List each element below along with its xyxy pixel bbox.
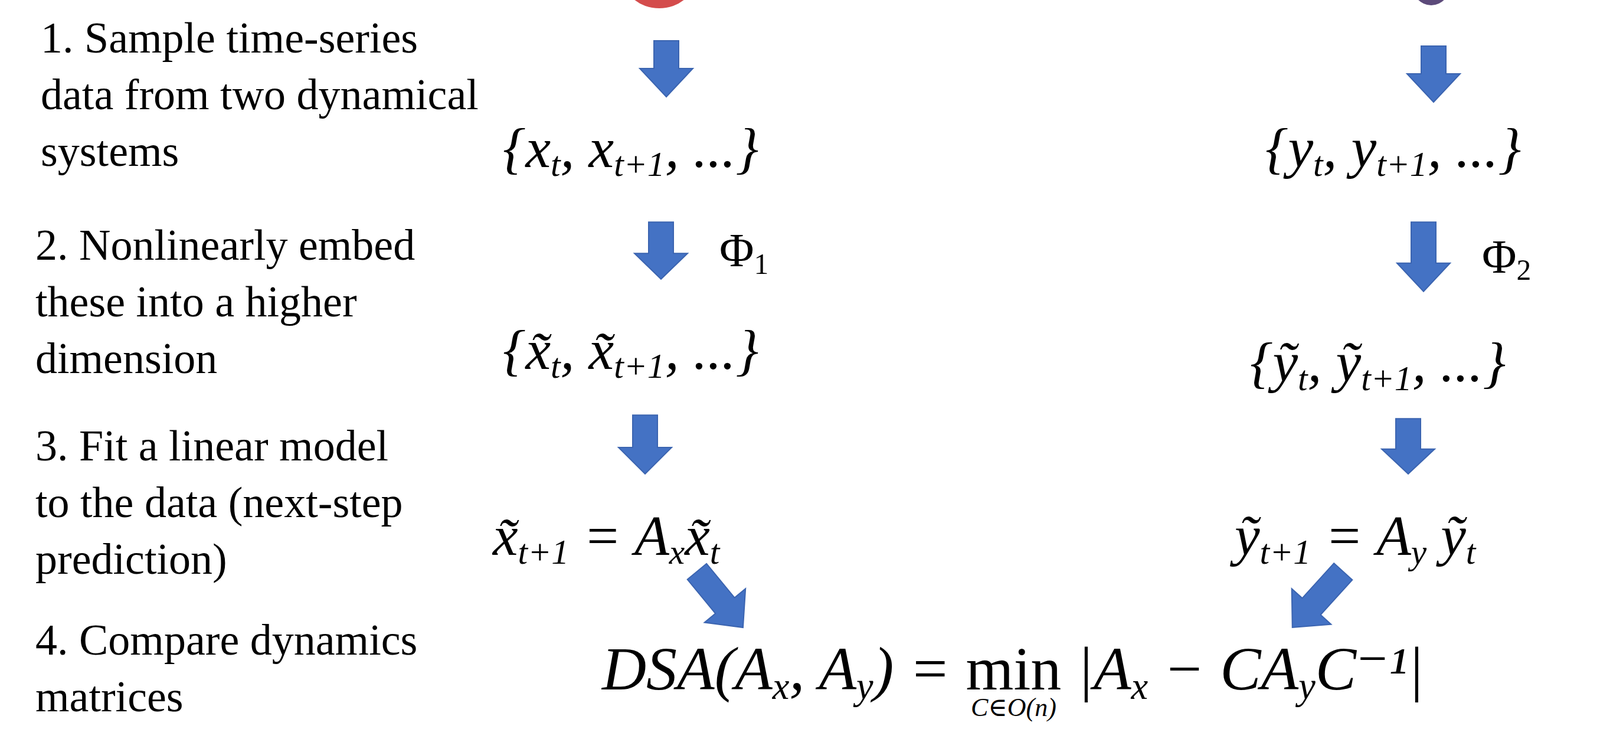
text-group: ỹt+1 = Ay ỹt [1234,503,1476,569]
block-arrow [1407,46,1461,103]
math-text: ỹt+1 = Ay ỹt [1234,503,1476,569]
text-run: Φ [1481,230,1517,283]
subscript: t+1 [1260,532,1311,572]
text-run: C∈O(n) [970,692,1057,722]
block-arrow [1396,221,1451,292]
series-set: {yt, yt+1, ...} [1265,103,1521,222]
text-group: x̃t+1 = Axx̃t [492,503,720,569]
math-text: C∈O(n) [970,694,1057,721]
subscript: t+1 [613,144,665,184]
edge-label: Φ2 [1481,230,1531,283]
block-arrow [634,221,688,280]
math-text: x̃t+1 = Axx̃t [492,503,720,569]
text-run: = A [568,504,670,568]
text-run: C⁻¹| [1315,634,1425,703]
text-run: x̃ [684,504,710,568]
system-blob [622,0,696,9]
subscript: y [856,665,874,708]
series-set: {x̃t, x̃t+1, ...} [502,279,759,415]
math-text: {ỹt, ỹt+1, ...} [1250,329,1506,395]
text-run: , x̃ [560,318,615,382]
subscript: x [1130,665,1148,708]
linear-model: x̃t+1 = Axx̃t [492,473,720,572]
dsa-formula: DSA(Ax, Ay) =minC∈O(n)|Ax − CAyC⁻¹| [601,627,1425,721]
text-run: |A [1076,634,1131,703]
subscript: 2 [1516,253,1531,287]
subscript: t [1297,358,1308,398]
text-run: , x [560,116,615,180]
step-label: 3. Fit a linear model to the data (next-… [35,417,420,588]
subscript: t+1 [1360,358,1412,398]
text-run: , ...} [1412,330,1506,394]
block-arrow [1381,418,1435,474]
block-arrow [639,40,693,97]
text-run: ỹ [1426,504,1467,568]
text-run: , ỹ [1307,330,1362,394]
text-group: minC∈O(n) [966,633,1062,721]
math-text: DSA(Ax, Ay) = [601,633,951,705]
subscript: t+1 [518,532,569,572]
text-group: |Ax − CAyC⁻¹| [1076,633,1424,705]
text-run: Φ [719,224,754,277]
subscript: y [1298,665,1316,708]
step-label: 2. Nonlinearly embed these into a higher… [35,216,484,387]
subscript: y [1411,532,1427,572]
text-run: {y [1265,116,1314,180]
text-group: {ỹt, ỹt+1, ...} [1250,329,1506,395]
subscript: x [669,532,685,572]
subscript: t+1 [1376,144,1428,184]
edge-label: Φ1 [719,224,769,277]
text-group: DSA(Ax, Ay) = [601,633,951,705]
text-group: {x̃t, x̃t+1, ...} [502,317,759,383]
linear-model: ỹt+1 = Ay ỹt [1234,473,1476,572]
math-text: {xt, xt+1, ...} [502,115,759,181]
subscript: t [709,532,721,572]
subscript: t+1 [613,346,665,386]
text-run: , ...} [1427,116,1521,180]
text-run: − CA [1147,634,1299,703]
text-group: {xt, xt+1, ...} [502,115,759,181]
text-run: ỹ [1234,504,1261,568]
text-run: {x [502,116,551,180]
text-run: , ...} [665,318,759,382]
subscript: t [550,346,561,386]
text-run: , A [789,634,857,703]
math-text: {x̃t, x̃t+1, ...} [502,317,759,383]
text-run: min [966,634,1062,703]
text-run: ) = [873,634,951,703]
text-run: {ỹ [1250,330,1298,394]
block-arrow [687,563,746,628]
subscript: t [1313,144,1324,184]
text-run: , ...} [665,116,759,180]
math-text: {yt, yt+1, ...} [1265,115,1521,181]
block-arrow [618,414,672,474]
subscript: 1 [753,247,769,281]
block-arrow [1291,563,1353,628]
text-run: DSA(A [601,634,773,703]
subscript: x [772,665,790,708]
text-run: = A [1310,504,1412,568]
text-run: , y [1323,116,1377,180]
text-run: {x̃ [502,318,551,382]
subscript: t [550,144,561,184]
subscript: t [1466,532,1477,572]
step-label: 4. Compare dynamics matrices [35,611,449,725]
system-blob [1411,0,1452,6]
step-label: 1. Sample time-series data from two dyna… [40,9,490,180]
text-run: x̃ [492,504,519,568]
series-set: {xt, xt+1, ...} [502,103,759,222]
series-set: {ỹt, ỹt+1, ...} [1250,291,1506,419]
text-group: {yt, yt+1, ...} [1265,115,1521,181]
math-text: |Ax − CAyC⁻¹| [1076,633,1424,705]
